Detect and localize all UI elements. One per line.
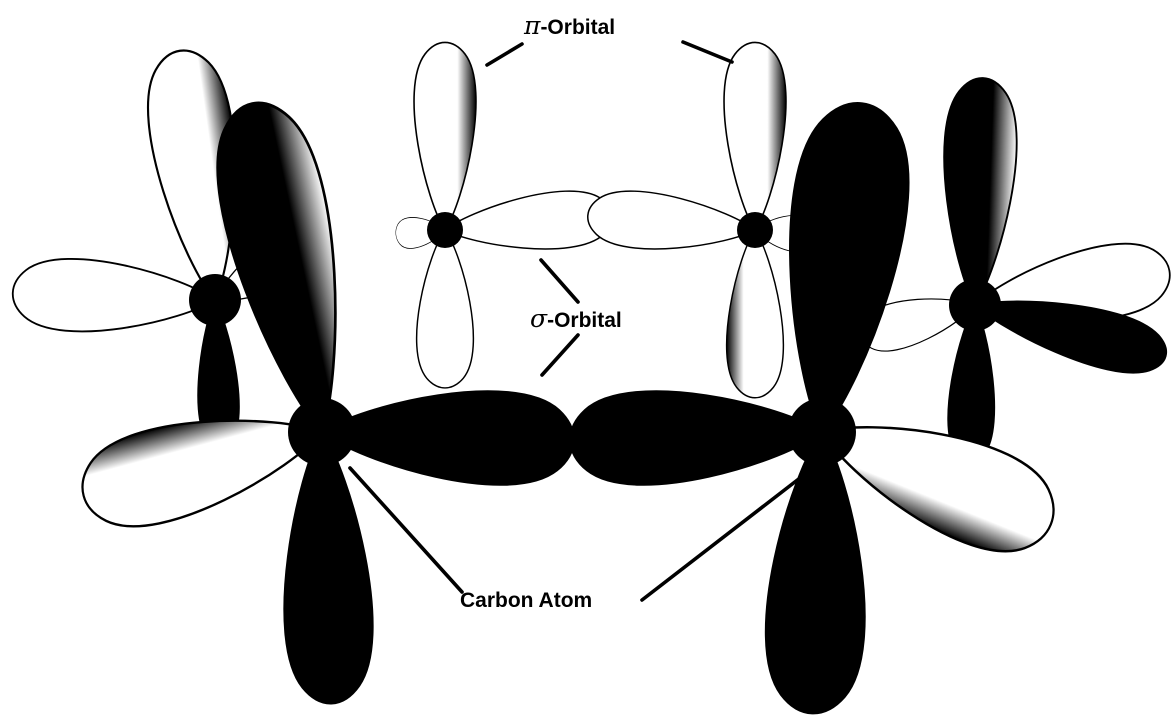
carbon-atom-core [949, 279, 1001, 331]
carbon-label-text: Carbon Atom [460, 589, 592, 612]
sigma-orbital-label: σ-Orbital [530, 306, 622, 331]
pi-orbital-upper-lobe [939, 77, 1019, 306]
sigma-leader-line [541, 260, 578, 302]
pi-orbital-lower-lobe [763, 430, 871, 715]
carbon-atom-label: Carbon Atom [460, 590, 592, 611]
sigma-orbital-lobe [585, 187, 757, 258]
sigma-orbital-lobe [12, 257, 217, 336]
pi-label-text: -Orbital [540, 16, 615, 39]
pi-leader-line [683, 42, 732, 62]
sigma-orbital-lobe [320, 386, 575, 488]
carbon-atom-core [788, 398, 856, 466]
pi-orbital-upper-lobe [414, 42, 476, 230]
carbon-atom-core [189, 274, 241, 326]
sigma-symbol: σ [530, 304, 547, 333]
sigma-orbital-lobe [569, 386, 824, 488]
pi-orbital-upper-lobe [766, 97, 919, 439]
carbon-atom-core [288, 398, 356, 466]
pi-orbital-lower-lobe [727, 230, 784, 398]
pi-orbital-label: π-Orbital [524, 13, 615, 38]
carbon-atom-core [737, 212, 773, 248]
pi-orbital-lower-lobe [417, 230, 474, 388]
pi-orbital-upper-lobe [724, 42, 786, 230]
pi-orbital-lower-lobe [278, 430, 375, 704]
pi-leader-line [487, 44, 522, 65]
sigma-label-text: -Orbital [547, 309, 622, 332]
pi-symbol: π [524, 11, 540, 40]
carbon-atom-core [427, 212, 463, 248]
sigma-leader-line [542, 335, 578, 375]
